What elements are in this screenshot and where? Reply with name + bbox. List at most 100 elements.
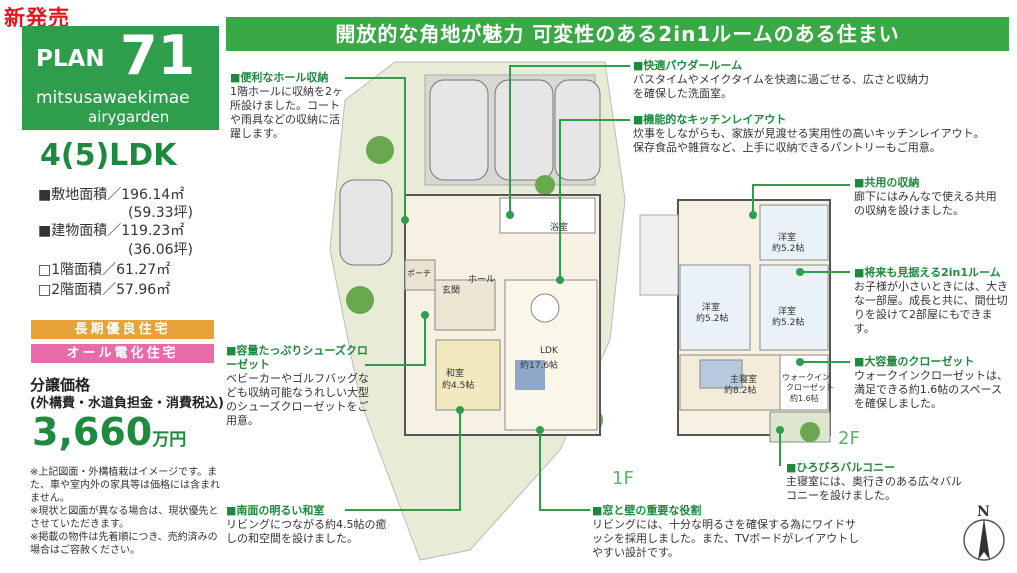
annotation-two-in-one: 将来も見据える2in1ルーム お子様が小さいときには、大きな一部屋。成長と共に、…: [854, 266, 1009, 336]
annotation-body: リビングには、十分な明るさを確保する為にワイドサッシを採用しました。また、TVボ…: [592, 518, 860, 559]
spec-building-area-tsubo: (36.06坪): [128, 242, 194, 258]
leader-dot: [796, 268, 804, 276]
leader-dot: [536, 426, 544, 434]
badge-long-term: 長期優良住宅: [31, 320, 214, 339]
price-label: 分譲価格: [30, 376, 91, 394]
spec-floor2: □2階面積／57.96㎡: [38, 282, 171, 298]
note-item: ※上記図面・外構植栽はイメージです。また、車や室内外の家具等は価格には含まれませ…: [30, 467, 220, 504]
notes: ※上記図面・外構植栽はイメージです。また、車や室内外の家具等は価格には含まれませ…: [30, 466, 220, 557]
annotation-title: 便利なホール収納: [230, 71, 350, 85]
room-label-western-a: 洋室: [778, 233, 797, 243]
annotation-walk-in: 大容量のクローゼット ウォークインクローゼットは、満足できる約1.6帖のスペース…: [854, 355, 1009, 411]
layout-type: 4(5)LDK: [40, 138, 177, 173]
annotation-hall-storage: 便利なホール収納 1階ホールに収納を2ヶ所設けました。コートや雨具などの収納に活…: [230, 71, 350, 141]
leader-line: [365, 315, 426, 366]
leader-dot: [776, 426, 784, 434]
leader-dot: [749, 211, 757, 219]
annotation-title: 窓と壁の重要な役割: [592, 504, 862, 518]
car-icon: [339, 179, 393, 266]
bed-icon: [699, 359, 743, 389]
room-label-entrance: 玄関: [442, 286, 461, 296]
leader-dot: [456, 406, 464, 414]
annotation-kitchen: 機能的なキッチンレイアウト 炊事をしながらも、家族が見渡せる実用性の高いキッチン…: [633, 113, 993, 155]
bath-room: [499, 197, 596, 234]
leader-dot: [421, 311, 429, 319]
spec-site-area: ■敷地面積／196.14㎡: [38, 187, 185, 203]
annotation-body: 主寝室には、奥行きのある広々バルコニーを設けました。: [786, 475, 962, 502]
room-label-japanese: 和室: [446, 369, 465, 379]
porch: [404, 259, 436, 291]
room-label-western-c-size: 約5.2帖: [772, 318, 805, 328]
annotation-body: 炊事をしながらも、家族が見渡せる実用性の高いキッチンレイアウト。保存食品や雑貨な…: [633, 127, 985, 154]
floor-1f-label: 1F: [612, 468, 634, 489]
room-label-wic2: クローゼット: [786, 383, 834, 392]
headline: 開放的な角地が魅力 可変性のある2in1ルームのある住まい: [226, 17, 1009, 51]
leader-dot: [556, 276, 564, 284]
annotation-body: 廊下にはみんなで使える共用の収納を設けました。: [854, 190, 997, 217]
annotation-body: ベビーカーやゴルフバッグなども収納可能なうれしい大型のシューズクローゼットをご用…: [226, 372, 369, 427]
leader-line: [509, 65, 630, 215]
leader-line: [345, 77, 406, 220]
room-label-ldk: LDK: [540, 346, 558, 356]
room-label-master-size: 約8.2帖: [724, 386, 757, 396]
car-icon: [554, 79, 601, 181]
leader-dot: [401, 216, 409, 224]
leader-line: [539, 430, 590, 511]
tree-icon: [346, 286, 374, 314]
japanese-room: [435, 339, 501, 411]
room-label-western-b: 洋室: [702, 303, 721, 313]
leader-dot: [506, 211, 514, 219]
room-label-porch: ポーチ: [407, 269, 431, 278]
dining-table-icon: [530, 293, 560, 323]
price-value: 3,660万円: [32, 410, 186, 454]
plan-label: PLAN: [36, 46, 105, 72]
annotation-body: ウォークインクローゼットは、満足できる約1.6帖のスペースを確保しました。: [854, 369, 1008, 410]
western-room-a: [759, 204, 829, 261]
spec-building-area: ■建物面積／119.23㎡: [38, 223, 185, 239]
room-label-master: 主寝室: [730, 375, 758, 385]
annotation-title: 南面の明るい和室: [226, 504, 396, 518]
leader-line: [752, 184, 850, 215]
price-number: 3,660: [32, 410, 153, 454]
room-label-wic: ウォークイン: [782, 373, 830, 382]
western-room-c: [759, 264, 829, 351]
annotation-powder-room: 快適パウダールーム バスタイムやメイクタイムを快適に過ごせる、広さと収納力を確保…: [633, 59, 933, 101]
north-label: N: [977, 504, 990, 520]
western-room-b: [679, 264, 751, 351]
room-label-western-c: 洋室: [778, 307, 797, 317]
annotation-balcony: ひろびろバルコニー 主寝室には、奥行きのある広々バルコニーを設けました。: [786, 461, 971, 503]
annotation-japanese-room: 南面の明るい和室 リビングにつながる約4.5帖の癒しの和空間を設けました。: [226, 504, 396, 546]
entrance: [434, 279, 496, 331]
badge-all-electric: オール電化住宅: [31, 344, 214, 363]
annotation-title: 容量たっぷりシューズクローゼット: [226, 344, 371, 372]
floor-2f-label: 2F: [838, 428, 860, 449]
annotation-body: お子様が小さいときには、大きな一部屋。成長と共に、間仕切りを設けて2部屋にもでき…: [854, 280, 1008, 335]
plan-box: PLAN 71 mitsusawaekimae airygarden: [22, 24, 219, 130]
walk-in-closet: [779, 354, 829, 411]
annotation-title: 快適パウダールーム: [633, 59, 933, 73]
annotation-title: 共用の収納: [854, 176, 1004, 190]
project-name-line1: mitsusawaekimae: [36, 88, 190, 108]
project-name-line2: airygarden: [88, 108, 170, 126]
note-item: ※現状と図面が異なる場合は、現状優先とさせていただきます。: [30, 506, 219, 530]
stair-deck: [639, 214, 679, 296]
room-label-bath: 浴室: [550, 223, 569, 233]
plan-number: 71: [120, 24, 196, 87]
car-icon: [429, 79, 489, 181]
annotation-body: 1階ホールに収納を2ヶ所設けました。コートや雨具などの収納に活躍します。: [230, 85, 343, 140]
room-label-hall: ホール: [468, 275, 496, 285]
room-label-western-b-size: 約5.2帖: [696, 314, 729, 324]
annotation-window-wall: 窓と壁の重要な役割 リビングには、十分な明るさを確保する為にワイドサッシを採用し…: [592, 504, 862, 560]
north-arrow-needle: [978, 518, 990, 560]
annotation-shared-storage: 共用の収納 廊下にはみんなで使える共用の収納を設けました。: [854, 176, 1004, 218]
tree-icon: [800, 422, 820, 442]
ldk-room: [504, 279, 598, 431]
annotation-title: 大容量のクローゼット: [854, 355, 1009, 369]
spec-floor1: □1階面積／61.27㎡: [38, 262, 171, 278]
price-sublabel: (外構費・水道負担金・消費税込): [30, 396, 224, 411]
annotation-title: ひろびろバルコニー: [786, 461, 971, 475]
annotation-body: リビングにつながる約4.5帖の癒しの和空間を設けました。: [226, 518, 387, 545]
room-label-ldk-size: 約17.6帖: [520, 361, 559, 371]
annotation-body: バスタイムやメイクタイムを快適に過ごせる、広さと収納力を確保した洗面室。: [633, 73, 929, 100]
